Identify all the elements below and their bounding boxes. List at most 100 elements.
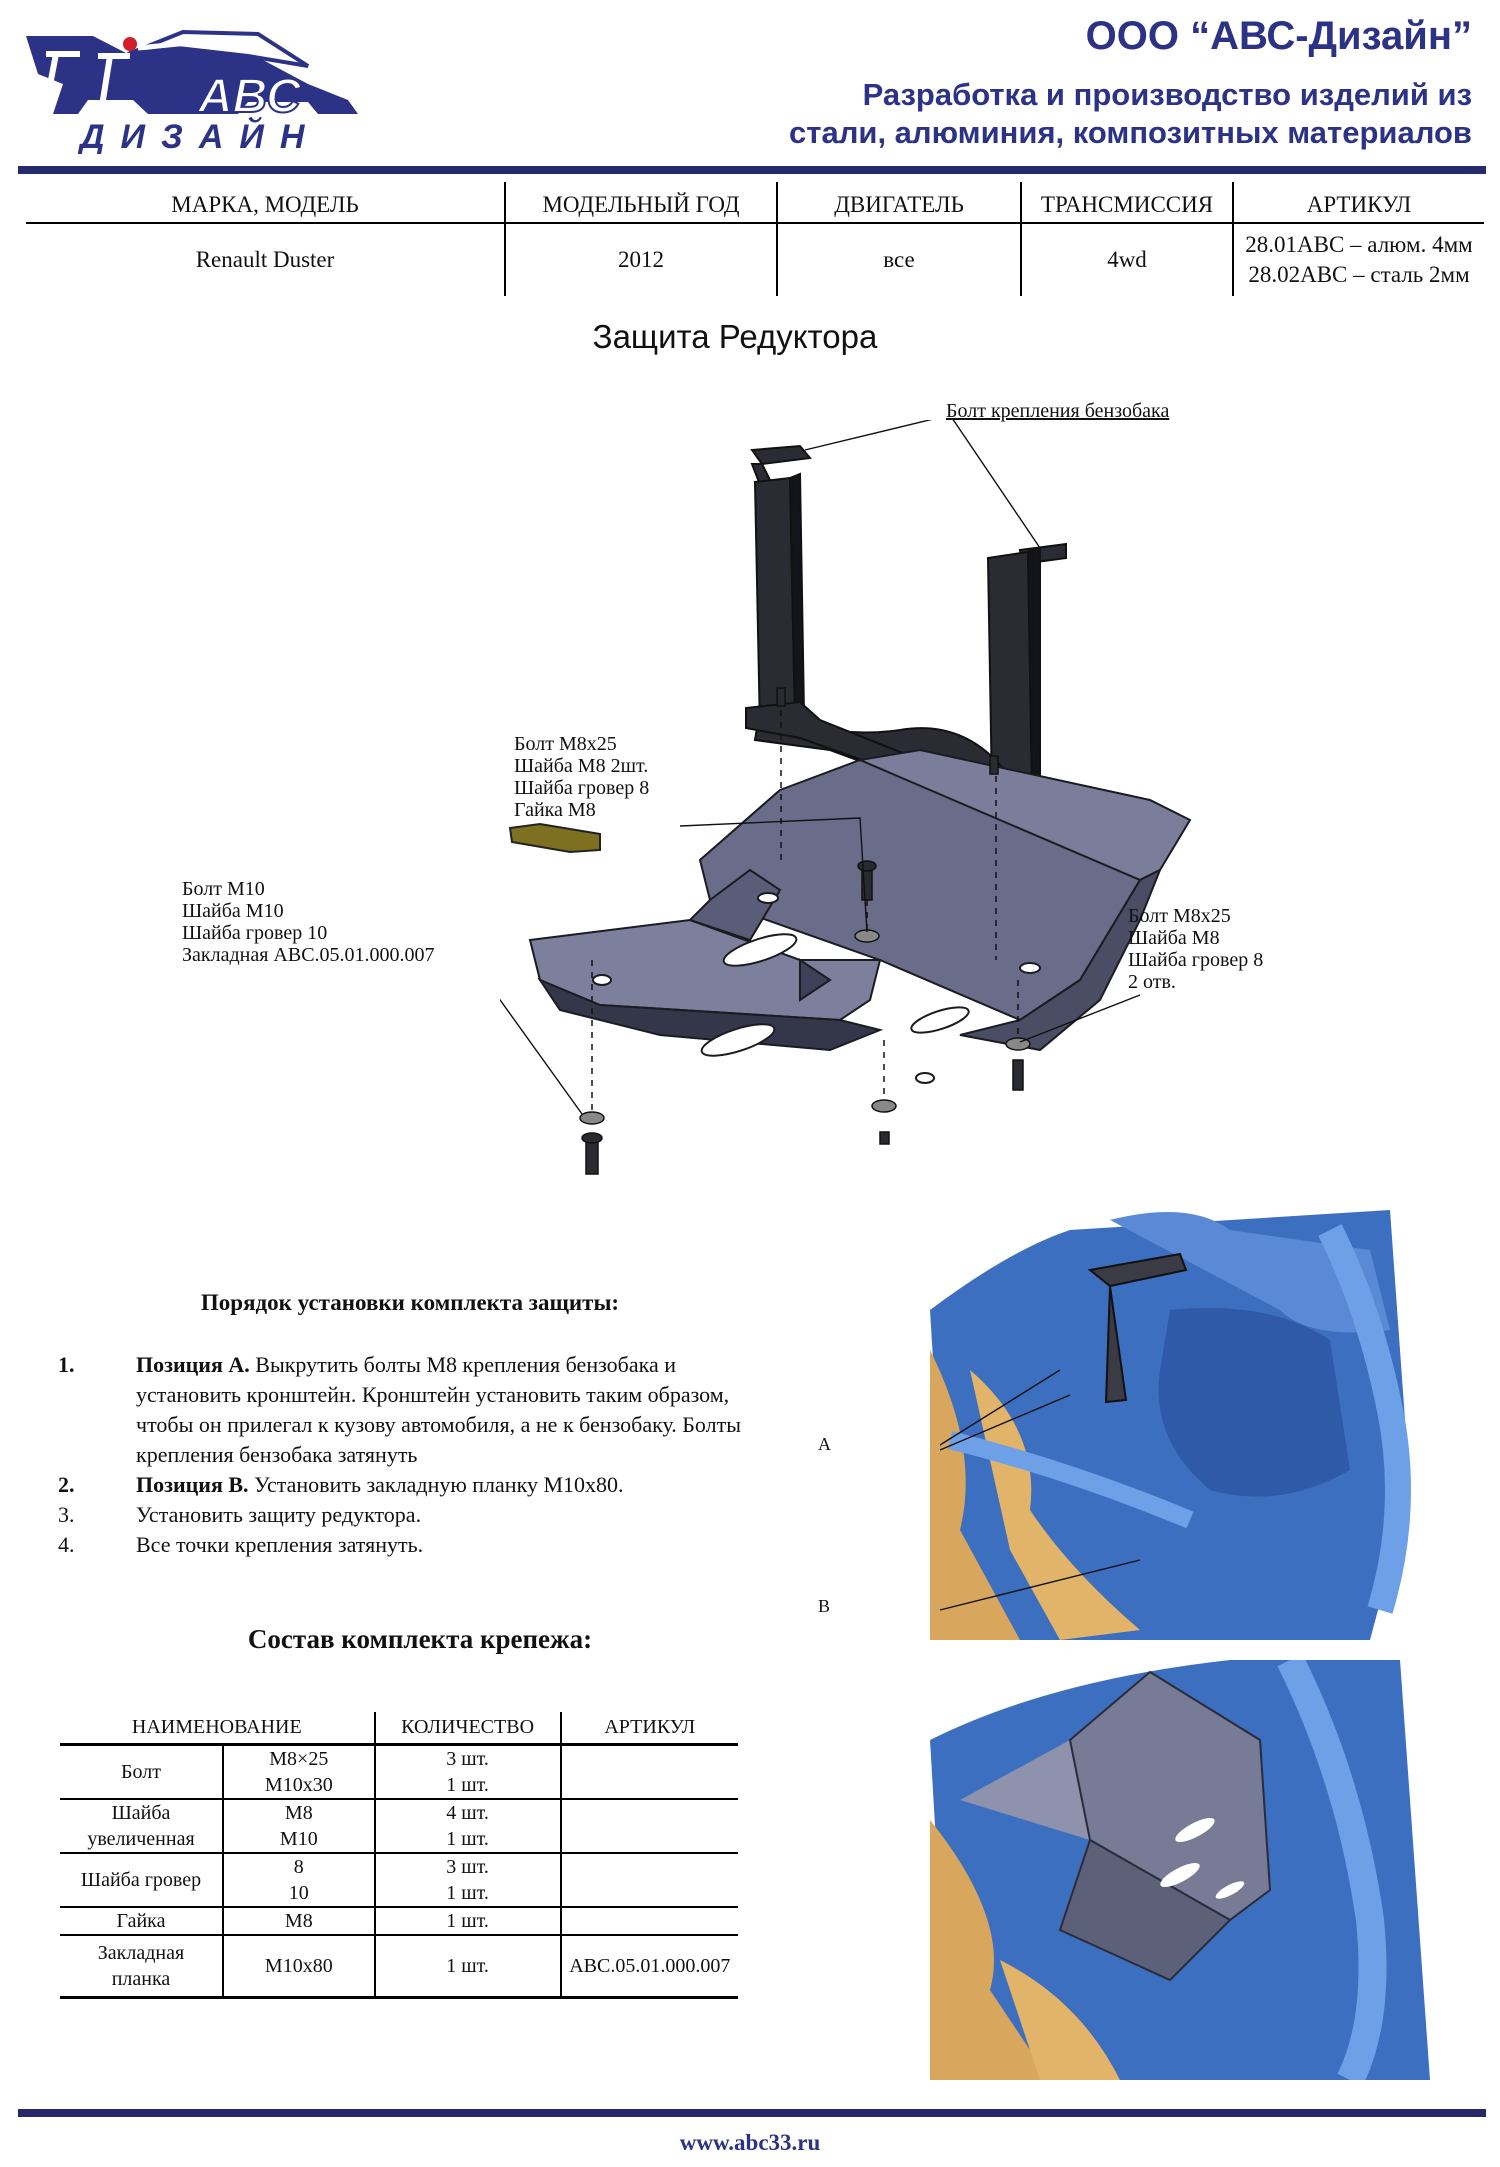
step-text: Позиция В. Установить закладную планку М… xyxy=(136,1470,756,1500)
kit-article xyxy=(559,1799,738,1854)
kit-article xyxy=(559,1907,738,1936)
table-row: Гайка М8 1 шт. xyxy=(60,1907,738,1936)
logo-text-design: ДИЗАЙН xyxy=(77,117,320,154)
spec-col-engine: ДВИГАТЕЛЬ xyxy=(776,182,1021,224)
tagline-line-1: Разработка и производство изделий из xyxy=(862,77,1472,112)
leader-lines xyxy=(500,420,1141,1115)
instructions-heading: Порядок установки комплекта защиты: xyxy=(200,1290,620,1315)
bracket-drawing xyxy=(745,444,1067,802)
company-logo: АВС ДИЗАЙН xyxy=(26,29,358,154)
step-2: 2. Позиция В. Установить закладную планк… xyxy=(58,1470,758,1500)
kit-size: М8 xyxy=(222,1907,375,1936)
kit-name: Закладная планка xyxy=(60,1935,223,1999)
installation-photo-bracket: A B xyxy=(818,1190,1411,1640)
spec-col-article: АРТИКУЛ xyxy=(1232,182,1484,224)
kit-article xyxy=(559,1744,738,1800)
kit-size: М8×25 xyxy=(269,1748,329,1770)
kit-qty: 1 шт. xyxy=(373,1935,561,1999)
kit-name: Гайка xyxy=(60,1907,223,1936)
kit-name: Шайба увеличенная xyxy=(60,1799,223,1854)
table-row: Закладная планка М10х80 1 шт. АВС.05.01.… xyxy=(60,1935,738,1999)
assembly-axes xyxy=(591,710,1019,1110)
spec-col-model: МАРКА, МОДЕЛЬ xyxy=(26,182,505,224)
spec-header-row: МАРКА, МОДЕЛЬ МОДЕЛЬНЫЙ ГОД ДВИГАТЕЛЬ ТР… xyxy=(26,182,1484,224)
kit-article xyxy=(559,1853,738,1908)
footer-rule xyxy=(18,2109,1486,2117)
header-rule xyxy=(18,166,1486,174)
photo-label-a: A xyxy=(818,1434,831,1454)
kit-qty: 1 шт. xyxy=(373,1907,561,1936)
kit-col-article: АРТИКУЛ xyxy=(559,1712,738,1746)
spec-engine: все xyxy=(776,223,1021,296)
instruction-steps: 1. Позиция А. Выкрутить болты М8 креплен… xyxy=(58,1350,758,1560)
spec-data-row: Renault Duster 2012 все 4wd 28.01АВС – а… xyxy=(26,223,1484,296)
photo-label-b: B xyxy=(818,1596,830,1616)
spec-col-year: МОДЕЛЬНЫЙ ГОД xyxy=(504,182,777,224)
kit-qty-value: 3 шт. xyxy=(446,1856,489,1878)
kit-qty: 3 шт. 1 шт. xyxy=(373,1853,561,1908)
kit-size: М10х80 xyxy=(222,1935,375,1999)
kit-name: Шайба гровер xyxy=(60,1853,223,1908)
step-position: Позиция В. xyxy=(136,1472,249,1497)
step-text: Установить защиту редуктора. xyxy=(136,1502,422,1527)
spec-year: 2012 xyxy=(504,223,777,296)
step-body: Установить закладную планку М10х80. xyxy=(248,1472,624,1497)
kit-qty-value: 1 шт. xyxy=(446,1774,489,1796)
kit-name: Болт xyxy=(60,1744,223,1800)
exploded-diagram xyxy=(500,420,1192,1175)
kit-article: АВС.05.01.000.007 xyxy=(559,1935,738,1999)
step-text: Позиция А. Выкрутить болты М8 крепления … xyxy=(136,1350,756,1470)
spec-model: Renault Duster xyxy=(195,247,335,272)
step-4: 4. Все точки крепления затянуть. xyxy=(58,1530,758,1560)
kit-size: М10 xyxy=(279,1828,318,1850)
step-body: Выкрутить болты М8 крепления бензобака и… xyxy=(136,1352,741,1467)
kit-qty: 3 шт. 1 шт. xyxy=(373,1744,561,1800)
kit-heading: Состав комплекта крепежа: xyxy=(247,1624,593,1654)
step-text: Все точки крепления затянуть. xyxy=(136,1532,424,1557)
kit-header-row: НАИМЕНОВАНИЕ КОЛИЧЕСТВО АРТИКУЛ xyxy=(60,1712,738,1746)
label-tank-bolt: Болт крепления бензобака xyxy=(946,400,1170,422)
kit-size: 8 xyxy=(293,1856,304,1878)
kit-qty-value: 4 шт. xyxy=(446,1802,489,1824)
kit-size: 10 xyxy=(288,1882,309,1904)
step-3: 3. Установить защиту редуктора. xyxy=(58,1500,758,1530)
footer-url[interactable]: www.abc33.ru xyxy=(679,2130,821,2155)
spec-table: МАРКА, МОДЕЛЬ МОДЕЛЬНЫЙ ГОД ДВИГАТЕЛЬ ТР… xyxy=(26,182,1484,296)
kit-size: М8 xyxy=(284,1802,313,1824)
spec-article: 28.01АВС – алюм. 4мм 28.02АВС – сталь 2м… xyxy=(1232,223,1484,296)
step-number: 4. xyxy=(58,1532,75,1557)
step-number: 1. xyxy=(58,1352,75,1377)
spec-transmission: 4wd xyxy=(1020,223,1233,296)
installation-photo-guard xyxy=(930,1660,1430,2080)
logo-text-abc: АВС xyxy=(197,70,302,123)
step-1: 1. Позиция А. Выкрутить болты М8 креплен… xyxy=(58,1350,758,1470)
kit-qty-value: 1 шт. xyxy=(446,1828,489,1850)
fasteners xyxy=(579,687,1031,1175)
kit-qty-value: 1 шт. xyxy=(446,1882,489,1904)
label-left-hardware: Болт М10 Шайба М10 Шайба гровер 10 Закла… xyxy=(182,878,435,966)
page-title: Защита Редуктора xyxy=(592,318,878,355)
kit-qty: 4 шт. 1 шт. xyxy=(373,1799,561,1854)
kit-col-name: НАИМЕНОВАНИЕ xyxy=(60,1712,375,1746)
spec-article-1: 28.01АВС – алюм. 4мм xyxy=(1245,232,1473,257)
step-number: 2. xyxy=(58,1472,75,1497)
kit-col-qty: КОЛИЧЕСТВО xyxy=(373,1712,561,1746)
kit-table: НАИМЕНОВАНИЕ КОЛИЧЕСТВО АРТИКУЛ Болт М8×… xyxy=(60,1712,738,1999)
company-tagline: Разработка и производство изделий из ста… xyxy=(789,76,1472,152)
embedded-plate xyxy=(508,822,601,854)
label-center-hardware: Болт М8х25 Шайба М8 2шт. Шайба гровер 8 … xyxy=(514,733,650,821)
company-name: ООО “АВС-Дизайн” xyxy=(1085,14,1472,58)
label-right-hardware: Болт М8х25 Шайба М8 Шайба гровер 8 2 отв… xyxy=(1128,905,1264,993)
kit-size: М10х30 xyxy=(264,1774,333,1796)
spec-article-2: 28.02АВС – сталь 2мм xyxy=(1248,262,1470,287)
tagline-line-2: стали, алюминия, композитных материалов xyxy=(789,115,1472,150)
guard-plate-drawing xyxy=(528,748,1192,1084)
kit-qty-value: 3 шт. xyxy=(446,1748,489,1770)
step-number: 3. xyxy=(58,1502,75,1527)
